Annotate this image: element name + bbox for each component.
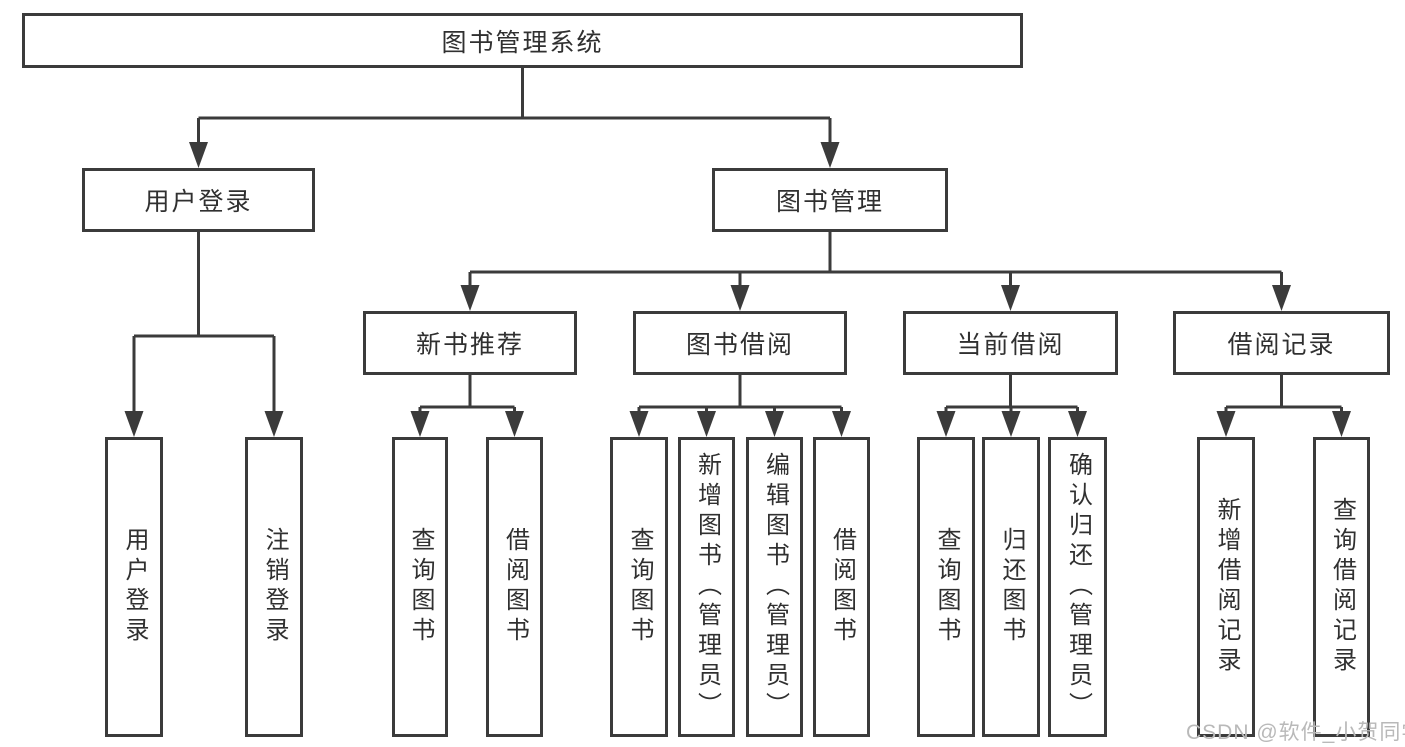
node-book-management-label: 图书管理 (775, 188, 884, 216)
leaf-edit-books-admin: 编辑图书（管理员） (746, 437, 803, 737)
leaf-add-books-admin-label: 新增图书（管理员） (693, 452, 721, 722)
leaf-query-borrow-record: 查询借阅记录 (1313, 437, 1370, 737)
node-borrowing-records: 借阅记录 (1173, 311, 1390, 375)
node-library-system-label: 图书管理系统 (441, 28, 604, 57)
leaf-borrow-books-recommend: 借阅图书 (486, 437, 543, 737)
leaf-borrow-books: 借阅图书 (813, 437, 870, 737)
node-borrowing-records-label: 借阅记录 (1227, 331, 1336, 359)
node-current-borrowing-label: 当前借阅 (956, 331, 1065, 359)
leaf-logout: 注销登录 (245, 437, 303, 737)
leaf-confirm-return-admin-label: 确认归还（管理员） (1064, 452, 1092, 722)
node-current-borrowing: 当前借阅 (903, 311, 1118, 375)
leaf-return-books-label: 归还图书 (998, 527, 1025, 647)
node-new-book-recommendation: 新书推荐 (363, 311, 577, 375)
leaf-add-borrow-record-label: 新增借阅记录 (1213, 497, 1240, 677)
leaf-confirm-return-admin: 确认归还（管理员） (1048, 437, 1107, 737)
leaf-borrow-books-label: 借阅图书 (828, 527, 856, 647)
leaf-query-books-borrowing: 查询图书 (610, 437, 668, 737)
node-user-login-label: 用户登录 (144, 188, 253, 216)
node-new-book-recommendation-label: 新书推荐 (415, 331, 524, 359)
node-user-login: 用户登录 (82, 168, 315, 232)
node-library-system: 图书管理系统 (22, 13, 1023, 68)
leaf-user-login: 用户登录 (105, 437, 163, 737)
leaf-query-borrow-record-label: 查询借阅记录 (1328, 497, 1356, 677)
node-book-borrowing-label: 图书借阅 (685, 331, 794, 359)
leaf-logout-label: 注销登录 (261, 527, 288, 647)
leaf-query-books-recommend-label: 查询图书 (407, 527, 434, 647)
csdn-watermark: CSDN @软件_小贺同学 (1186, 721, 1405, 744)
leaf-query-books-recommend: 查询图书 (392, 437, 448, 737)
leaf-add-borrow-record: 新增借阅记录 (1197, 437, 1255, 737)
node-book-management: 图书管理 (712, 168, 948, 232)
leaf-query-books-current: 查询图书 (917, 437, 975, 737)
leaf-return-books: 归还图书 (982, 437, 1040, 737)
leaf-edit-books-admin-label: 编辑图书（管理员） (761, 452, 789, 722)
leaf-borrow-books-recommend-label: 借阅图书 (501, 527, 529, 647)
node-book-borrowing: 图书借阅 (633, 311, 847, 375)
leaf-query-books-current-label: 查询图书 (933, 527, 960, 647)
leaf-add-books-admin: 新增图书（管理员） (678, 437, 735, 737)
leaf-user-login-label: 用户登录 (121, 527, 148, 647)
leaf-query-books-borrowing-label: 查询图书 (626, 527, 653, 647)
